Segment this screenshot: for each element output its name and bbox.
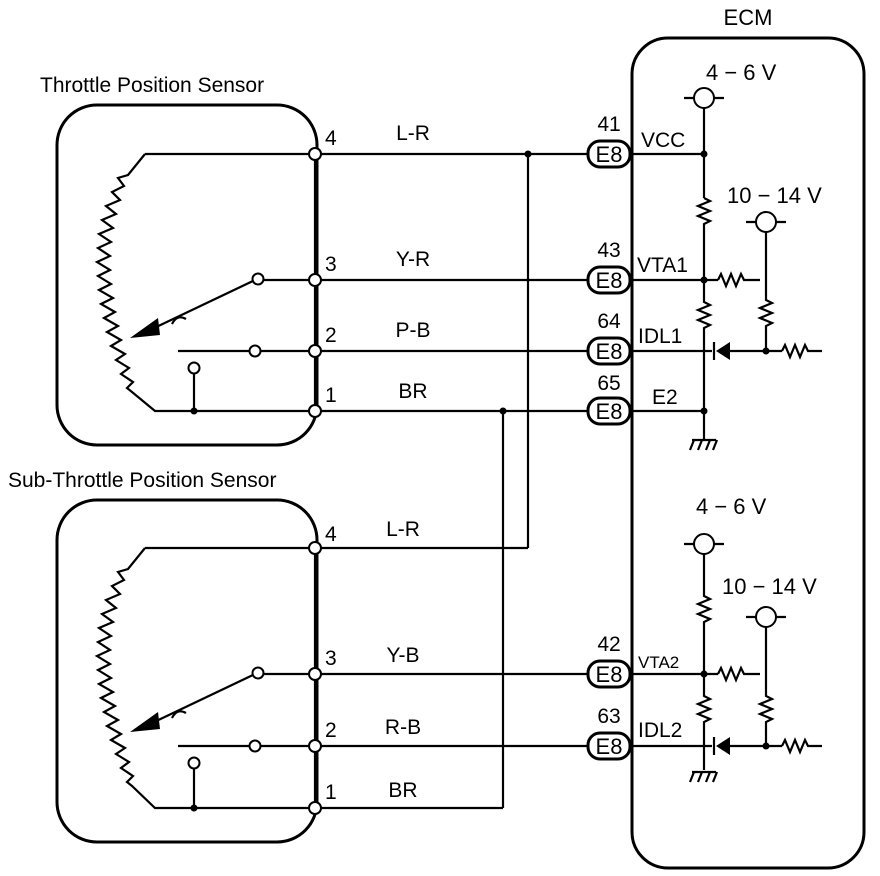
signal-idl1: IDL1 — [638, 325, 682, 348]
voltage-vcc-bottom: 4 − 6 V — [696, 494, 767, 519]
svg-text:E8: E8 — [596, 662, 623, 687]
svg-text:E8: E8 — [596, 734, 623, 759]
connector-43: E8 43 — [586, 239, 632, 295]
svg-text:63: 63 — [597, 705, 620, 728]
sensor1-wiper-curl — [171, 316, 187, 325]
svg-text:E8: E8 — [596, 268, 623, 293]
wire-label: Y-R — [396, 248, 430, 271]
svg-text:E8: E8 — [596, 399, 623, 424]
resistor-idl2-out — [781, 737, 822, 755]
sensor2-title: Sub-Throttle Position Sensor — [8, 469, 276, 492]
sensor1-box — [55, 103, 319, 447]
wire-label: L-R — [396, 122, 430, 145]
wire-label: BR — [398, 380, 427, 403]
voltage-idl-bottom: 10 − 14 V — [722, 574, 817, 599]
supply-vcc-top — [693, 87, 715, 109]
sensor1-pin-1 — [308, 404, 322, 418]
voltage-vcc-top: 4 − 6 V — [706, 60, 777, 85]
resistor-idl2 — [757, 627, 775, 746]
resistor-vta1-e2 — [695, 280, 713, 411]
ground-symbol-top — [688, 438, 719, 451]
signal-vta2: VTA2 — [638, 653, 679, 672]
supply-idl-top — [755, 211, 777, 233]
resistor-vcc-vta2 — [695, 554, 713, 674]
sensor2-wiper — [149, 673, 256, 725]
sensor1-pin-label: 3 — [325, 253, 337, 276]
svg-text:64: 64 — [597, 310, 621, 333]
signal-vcc: VCC — [641, 129, 685, 152]
wire-label: BR — [388, 779, 417, 802]
sensor1-pin-4 — [308, 147, 322, 161]
connector-64: E8 64 — [586, 310, 632, 366]
sensor2-wiper-curl — [171, 710, 187, 719]
svg-text:41: 41 — [597, 113, 620, 136]
sensor1-pin-2 — [308, 344, 322, 358]
wire-label: Y-B — [386, 644, 419, 667]
resistor-vta2-gnd — [695, 674, 713, 770]
sensor2-idle-contact — [248, 739, 262, 753]
sensor2-pin-label: 2 — [325, 719, 337, 742]
connector-63: E8 63 — [586, 705, 632, 761]
svg-text:E8: E8 — [596, 339, 623, 364]
sensor1-wiper — [149, 279, 256, 331]
sensor2-resistor-track — [94, 546, 315, 810]
sensor1-idle-switch — [187, 361, 201, 375]
sensor2-wiper-contact — [251, 666, 265, 680]
wire-label: R-B — [385, 716, 421, 739]
wire-label: L-R — [386, 518, 420, 541]
resistor-vta2-out — [717, 665, 760, 683]
sensor1-pin-label: 1 — [325, 384, 337, 407]
sensor2-pin-1 — [308, 801, 322, 815]
svg-text:42: 42 — [597, 633, 620, 656]
sensor2-idle-switch — [187, 756, 201, 770]
connector-42: E8 42 — [586, 633, 632, 689]
sensor2-pin-4 — [308, 541, 322, 555]
sensor2-wiper-arrow — [130, 712, 160, 732]
wire-label: P-B — [395, 319, 430, 342]
signal-e2: E2 — [652, 386, 678, 409]
signal-idl2: IDL2 — [638, 719, 682, 742]
sensor1-wiper-contact — [251, 272, 265, 286]
sensor1-title: Throttle Position Sensor — [40, 74, 264, 97]
svg-text:43: 43 — [597, 239, 620, 262]
sensor2-box — [55, 498, 319, 844]
sensor1-wiper-arrow — [130, 318, 160, 338]
sensor1-pin-label: 2 — [325, 324, 337, 347]
supply-vcc-bottom — [693, 533, 715, 555]
svg-text:65: 65 — [597, 372, 620, 395]
connector-41: E8 41 — [586, 113, 632, 169]
sensor1-pin-label: 4 — [325, 127, 337, 150]
sensor2-pin-2 — [308, 739, 322, 753]
ground-symbol-bottom — [688, 770, 719, 783]
voltage-idl-top: 10 − 14 V — [727, 183, 822, 208]
diode-idl1 — [716, 342, 730, 360]
resistor-idl1 — [757, 232, 775, 351]
connector-65: E8 65 — [586, 372, 632, 426]
sensor2-pin-label: 4 — [325, 523, 337, 546]
resistor-vcc-vta1 — [695, 197, 713, 280]
signal-vta1: VTA1 — [637, 254, 688, 277]
svg-text:E8: E8 — [596, 142, 623, 167]
sensor2-pin-3 — [308, 667, 322, 681]
sensor1-idle-contact — [248, 344, 262, 358]
diode-idl2 — [716, 737, 730, 755]
sensor2-pin-label: 3 — [325, 647, 337, 670]
sensor2-pin-label: 1 — [325, 781, 337, 804]
ecm-box — [630, 36, 866, 870]
resistor-idl1-out — [781, 342, 822, 360]
resistor-vta1-out — [717, 271, 760, 289]
sensor1-pin-3 — [308, 273, 322, 287]
supply-idl-bottom — [755, 606, 777, 628]
sensor1-resistor-track — [94, 152, 315, 413]
ecm-title: ECM — [724, 5, 773, 30]
